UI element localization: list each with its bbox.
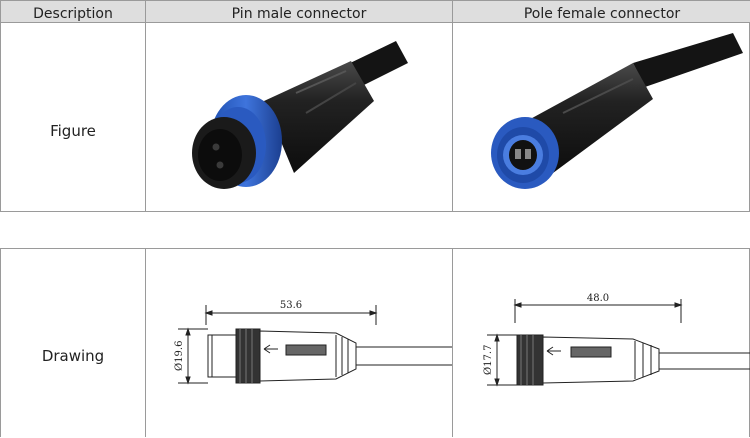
male-diameter-dimension: Ø19.6 <box>174 341 185 371</box>
female-diameter-dimension: Ø17.7 <box>483 345 494 375</box>
header-pole-female-label: Pole female connector <box>523 6 681 22</box>
header-pole-female: Pole female connector <box>453 1 750 23</box>
column-divider <box>452 1 453 211</box>
column-divider <box>452 249 453 437</box>
pole-female-drawing: 48.0 Ø17.7 <box>483 293 750 387</box>
row-label-drawing: Drawing <box>41 347 105 365</box>
female-length-dimension: 48.0 <box>587 293 609 304</box>
row-label-figure: Figure <box>50 122 96 140</box>
male-length-dimension: 53.6 <box>280 300 302 311</box>
column-divider <box>145 249 146 437</box>
pin-male-drawing: 53.6 Ø19.6 <box>174 300 452 385</box>
header-pin-male: Pin male connector <box>146 1 452 23</box>
header-description-label: Description <box>33 6 113 22</box>
pin-male-connector-image <box>192 41 408 189</box>
header-pin-male-label: Pin male connector <box>231 6 367 22</box>
figure-table: Description Pin male connector Pole fema… <box>0 0 750 212</box>
column-divider <box>145 1 146 211</box>
drawing-table: Drawing <box>0 248 750 437</box>
pole-female-connector-image <box>491 33 743 189</box>
header-description: Description <box>1 1 145 23</box>
